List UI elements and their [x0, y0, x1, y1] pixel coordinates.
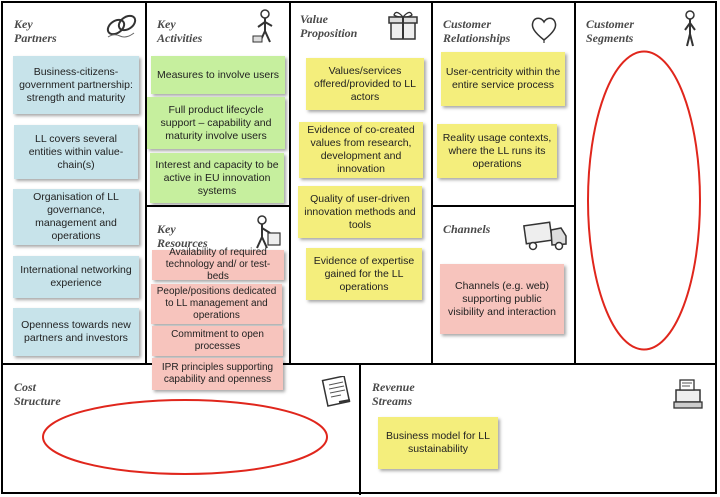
cost-structure-highlight-ellipse: [42, 399, 328, 475]
revenue-streams-note: Business model for LL sustainability: [378, 417, 498, 469]
key-partners-note: International networking experience: [13, 256, 139, 298]
chain-link-icon: [104, 11, 140, 46]
value-proposition-note: Quality of user-driven innovation method…: [298, 186, 422, 238]
channels-note: Channels (e.g. web) supporting public vi…: [440, 264, 564, 334]
customer-relationships-note: Reality usage contexts, where the LL run…: [437, 124, 557, 178]
divider: [359, 364, 361, 495]
cost-structure-title: Cost Structure: [14, 380, 61, 408]
value-proposition-note: Evidence of co-created values from resea…: [299, 122, 423, 178]
value-proposition-note: Evidence of expertise gained for the LL …: [306, 248, 422, 300]
key-partners-note: Business-citizens-government partnership…: [13, 56, 139, 114]
divider: [431, 2, 433, 365]
delivery-truck-icon: [523, 218, 569, 257]
key-activities-note: Full product lifecycle support – capabil…: [147, 97, 285, 149]
divider: [289, 2, 291, 365]
cash-register-icon: [672, 374, 706, 415]
key-partners-note: LL covers several entities within value-…: [14, 125, 138, 179]
standing-person-icon: [680, 10, 700, 53]
key-partners-note: Organisation of LL governance, managemen…: [13, 189, 139, 245]
key-activities-note: Interest and capacity to be active in EU…: [150, 153, 284, 203]
revenue-streams-title: Revenue Streams: [372, 380, 415, 408]
worker-with-box-icon: [250, 215, 282, 256]
channels-title: Channels: [443, 222, 491, 236]
key-activities-note: Measures to involve users: [151, 56, 285, 94]
key-resources-note: IPR principles supporting capability and…: [152, 358, 283, 390]
heart-icon: [530, 14, 558, 49]
customer-segments-title: Customer Segments: [586, 17, 635, 45]
key-resources-note: People/positions dedicated to LL managem…: [151, 284, 282, 324]
customer-relationships-title: Customer Relationships: [443, 17, 511, 45]
invoice-icon: [319, 375, 353, 413]
divider: [145, 205, 290, 207]
key-resources-title: Key Resources: [157, 222, 208, 250]
value-proposition-note: Values/services offered/provided to LL a…: [306, 58, 424, 110]
worker-icon: [250, 9, 280, 50]
customer-segments-highlight-ellipse: [587, 50, 701, 351]
divider: [431, 205, 575, 207]
gift-box-icon: [386, 9, 422, 48]
key-resources-note: Availability of required technology and/…: [152, 247, 284, 282]
key-partners-note: Openness towards new partners and invest…: [13, 308, 139, 356]
value-proposition-title: Value Proposition: [300, 12, 358, 40]
key-resources-note: Commitment to open processes: [152, 326, 283, 356]
key-partners-title: Key Partners: [14, 17, 57, 45]
key-activities-title: Key Activities: [157, 17, 203, 45]
customer-relationships-note: User-centricity within the entire servic…: [441, 52, 565, 106]
divider: [574, 2, 576, 365]
divider: [145, 2, 147, 365]
divider: [2, 363, 716, 365]
